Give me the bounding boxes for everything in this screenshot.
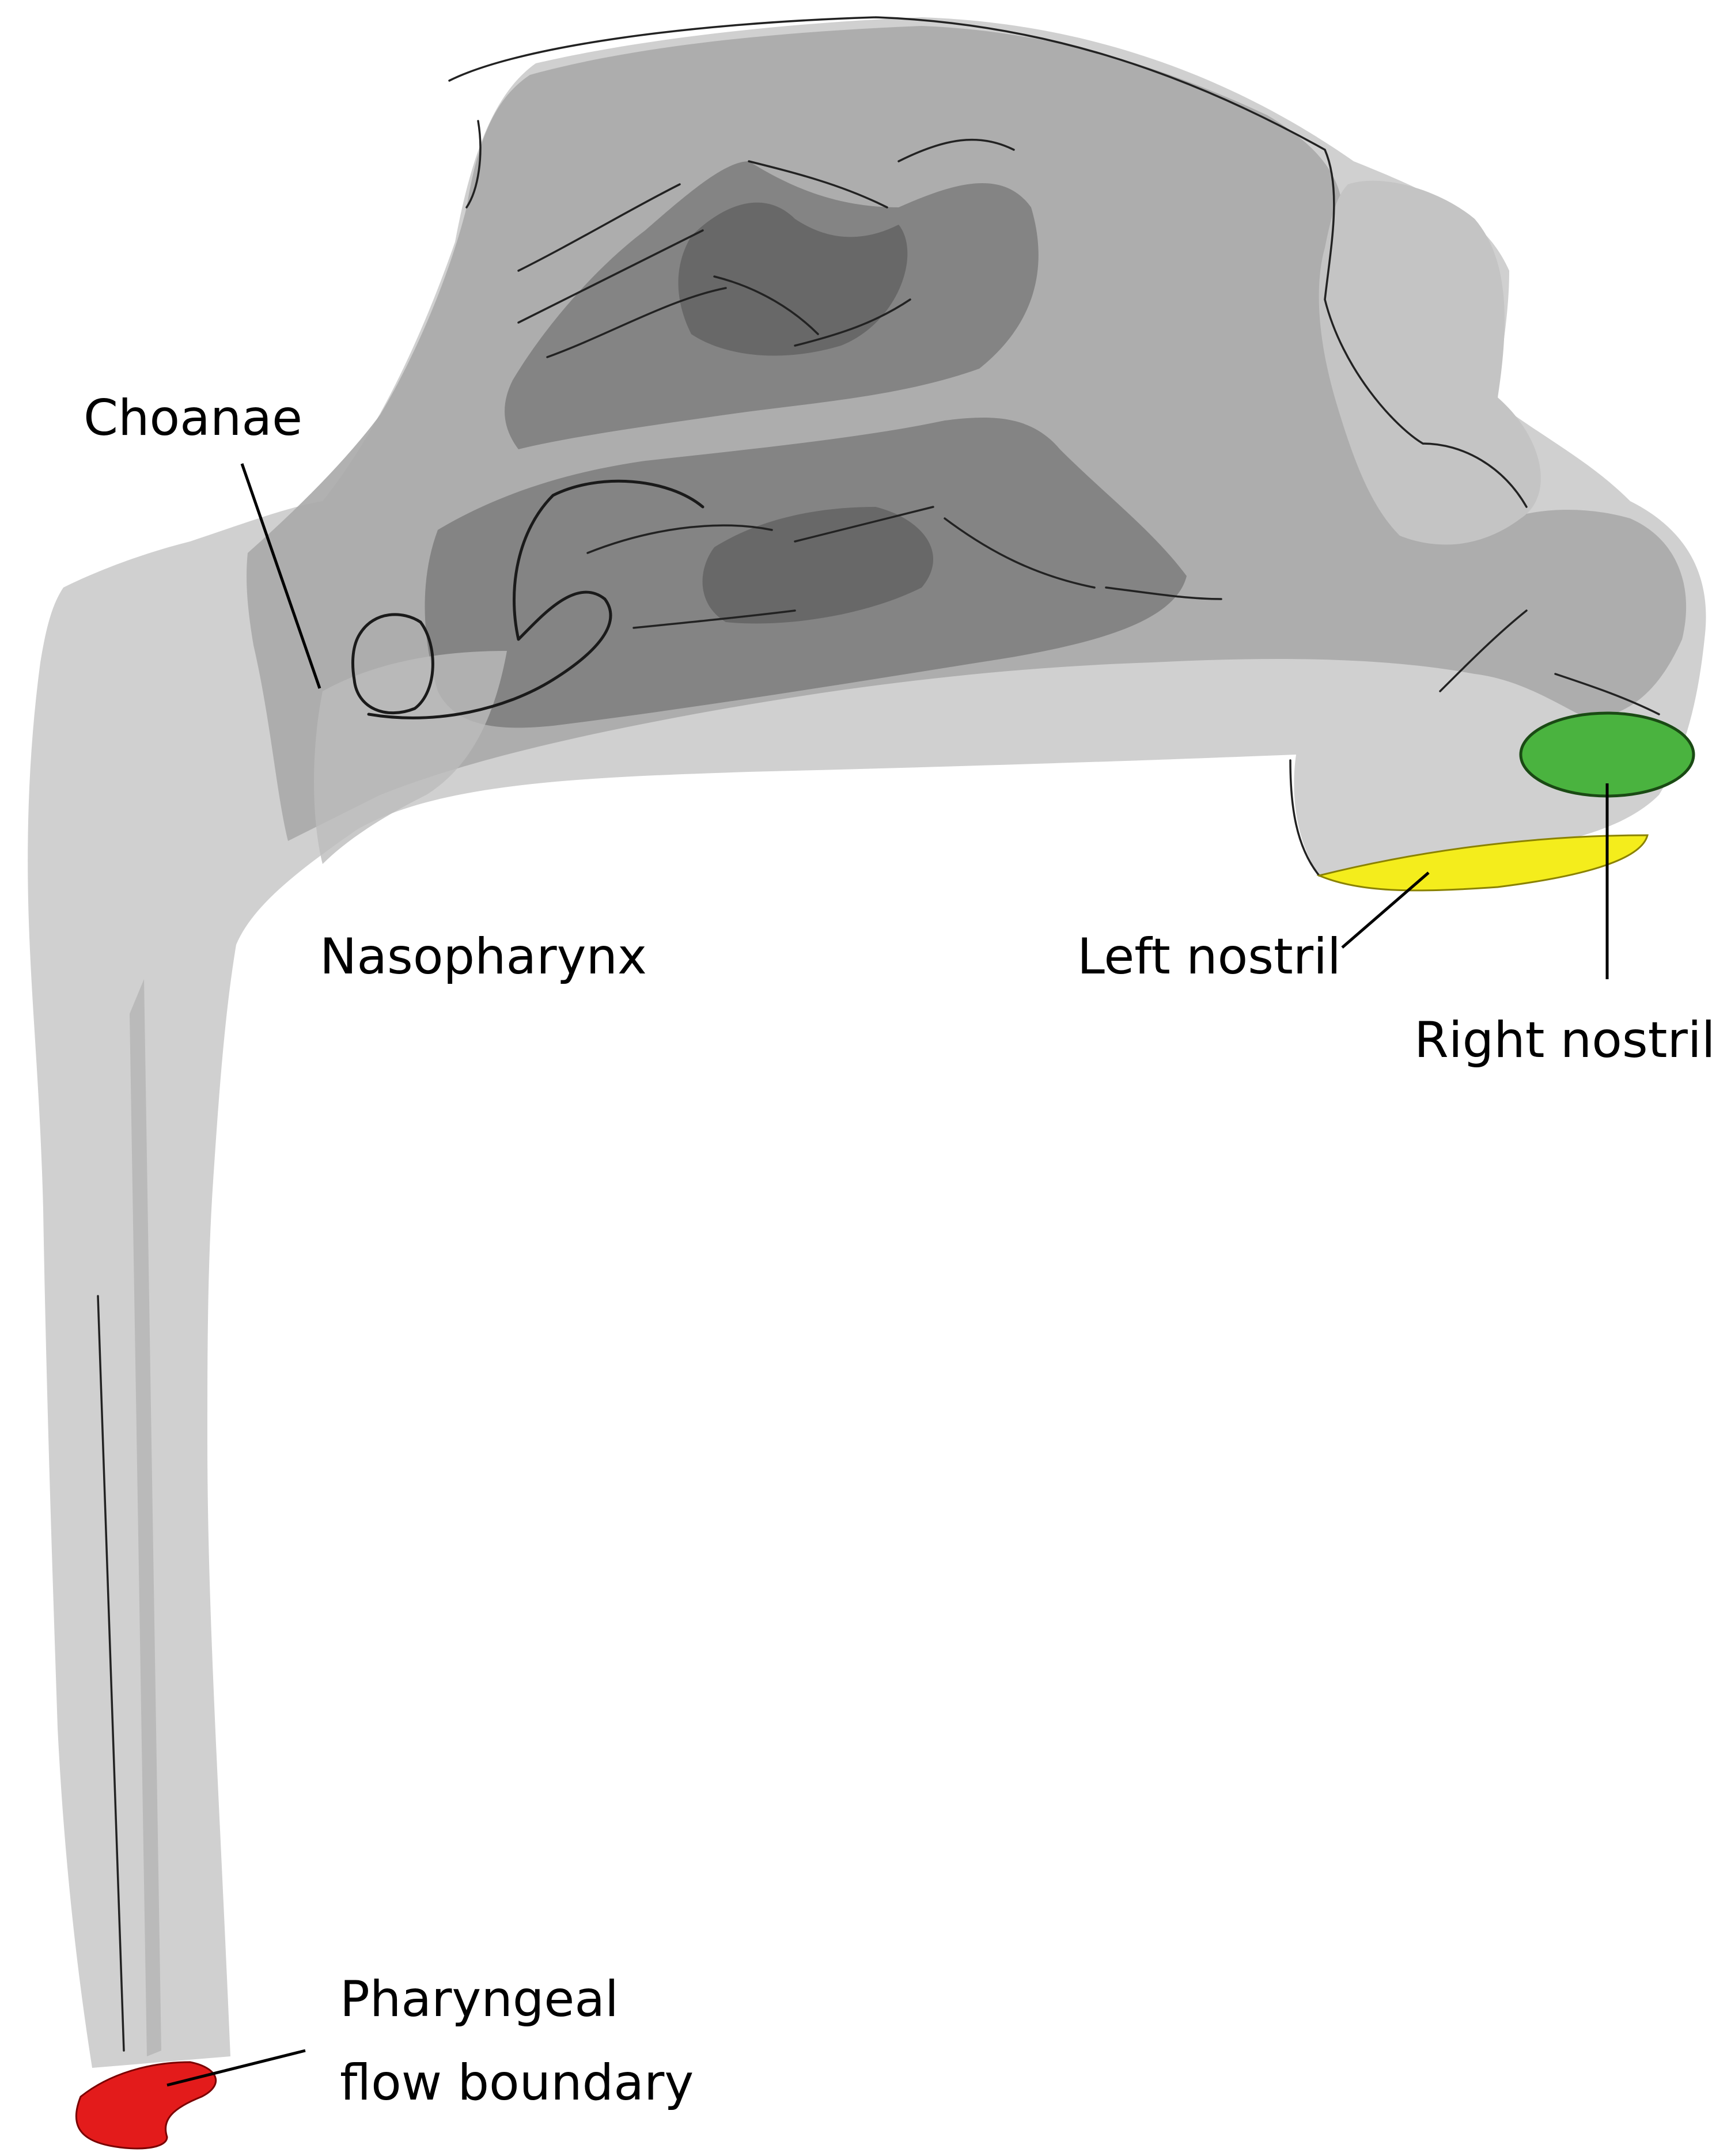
left-nostril-label: Left nostril <box>1077 928 1341 986</box>
nasopharynx-junction <box>314 651 507 864</box>
anterior-nasal-lighter-area <box>1319 180 1541 545</box>
right-nostril-label: Right nostril <box>1414 1011 1715 1069</box>
deep-shadow-upper <box>678 202 908 356</box>
left-nostril-leader <box>1341 872 1430 949</box>
choanae-outline <box>351 613 434 715</box>
deep-shadow-lower <box>702 507 934 624</box>
inferior-meatus-loop <box>367 479 704 719</box>
left-nostril-boundary <box>1316 834 1649 892</box>
pharyngeal-label-line1: Pharyngeal <box>340 1971 619 2028</box>
pharyngeal-boundary <box>75 2061 217 2150</box>
pharyngeal-label-line2: flow boundary <box>340 2054 694 2112</box>
pharynx-edge-line <box>97 1295 125 2052</box>
choanae-leader <box>240 463 321 689</box>
choanae-label: Choanae <box>84 389 302 447</box>
cavity-edge-lines <box>448 16 1660 877</box>
pharynx-inner-stripe <box>130 979 161 2056</box>
nasopharynx-label: Nasopharynx <box>320 928 647 986</box>
pharyngeal-leader <box>166 2049 306 2087</box>
